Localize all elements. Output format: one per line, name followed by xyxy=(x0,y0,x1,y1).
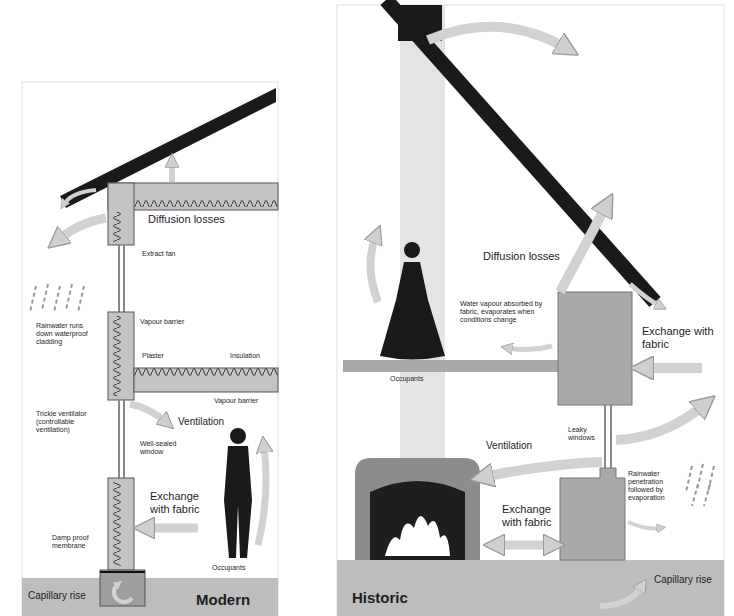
moisture-arrow xyxy=(58,162,266,602)
insulation-wave xyxy=(134,186,278,207)
label-slot: Plaster xyxy=(142,352,164,360)
window xyxy=(610,405,612,468)
roof xyxy=(386,0,655,302)
callout-label: Ventilation xyxy=(486,440,532,452)
callout-label: Water vapour absorbed by fabric, evapora… xyxy=(460,300,556,324)
occupant xyxy=(380,262,445,360)
callout-label: Capillary rise xyxy=(654,574,714,586)
floor xyxy=(343,360,558,372)
damp-proof-membrane xyxy=(100,571,145,573)
label-slot: Ventilation xyxy=(178,416,224,428)
label-slot: Water vapour absorbed by fabric, evapora… xyxy=(460,300,556,324)
callout-label: Vapour barrier xyxy=(214,397,258,405)
callout-label: Vapour barrier xyxy=(140,318,184,326)
label-slot: Damp proof membrane xyxy=(52,534,102,550)
label-slot: Well-sealed window xyxy=(140,440,186,456)
callout-label: Diffusion losses xyxy=(148,213,225,226)
wall-block xyxy=(108,478,134,570)
window xyxy=(123,400,125,478)
wall-block xyxy=(560,468,625,560)
occupant xyxy=(224,446,252,558)
label-slot: Trickle ventilator (controllable ventila… xyxy=(36,410,102,434)
callout-label: Capillary rise xyxy=(28,590,86,602)
callout-label: Damp proof membrane xyxy=(52,534,102,550)
callout-label: Rainwater penetration followed by evapor… xyxy=(628,470,682,502)
historic-panel xyxy=(337,5,724,616)
flames xyxy=(385,516,450,556)
window xyxy=(118,400,120,478)
window xyxy=(123,245,125,312)
label-slot: Exchange with fabric xyxy=(150,490,216,515)
callout-label: Ventilation xyxy=(178,416,224,428)
callout-label: Exchange with fabric xyxy=(642,325,718,350)
insulation-wave xyxy=(112,316,130,396)
label-slot: Ventilation xyxy=(486,440,532,452)
modern-panel xyxy=(22,82,278,616)
label-slot: Occupants xyxy=(212,564,245,572)
insulation-wave xyxy=(112,212,130,242)
fireplace xyxy=(355,458,480,560)
chimney xyxy=(400,5,445,460)
ground xyxy=(22,578,278,616)
label-slot: Occupants xyxy=(390,375,423,383)
label-slot: Vapour barrier xyxy=(140,318,184,326)
callout-label: Exchange with fabric xyxy=(502,503,568,528)
label-slot: Vapour barrier xyxy=(214,397,258,405)
callout-label: Exchange with fabric xyxy=(150,490,216,515)
occupant xyxy=(404,242,420,258)
label-slot: Diffusion losses xyxy=(483,250,560,263)
label-slot: Historic xyxy=(352,589,408,606)
panel-title: Modern xyxy=(196,591,250,608)
label-slot: Leaky windows xyxy=(568,426,602,442)
callout-label: Trickle ventilator (controllable ventila… xyxy=(36,410,102,434)
ground xyxy=(337,560,724,616)
callout-label: Diffusion losses xyxy=(483,250,560,263)
callout-label: Well-sealed window xyxy=(140,440,186,456)
label-slot: Exchange with fabric xyxy=(502,503,568,528)
wall-block xyxy=(558,292,632,405)
label-slot: Diffusion losses xyxy=(148,213,225,226)
wall-block xyxy=(108,312,134,400)
occupant xyxy=(230,428,246,444)
panel-title: Historic xyxy=(352,589,408,606)
label-slot: Modern xyxy=(196,591,250,608)
insulation-wave xyxy=(112,482,130,566)
fireplace-opening xyxy=(370,481,465,560)
callout-label: Occupants xyxy=(212,564,245,572)
callout-label: Plaster xyxy=(142,352,164,360)
callout-label: Extract fan xyxy=(142,250,175,258)
label-slot: Rainwater penetration followed by evapor… xyxy=(628,470,682,502)
rain xyxy=(686,464,714,506)
callout-label: Occupants xyxy=(390,375,423,383)
label-slot: Extract fan xyxy=(142,250,175,258)
window xyxy=(604,405,606,468)
label-slot: Exchange with fabric xyxy=(642,325,718,350)
wall-block xyxy=(108,183,134,245)
rain xyxy=(30,284,84,312)
callout-label: Insulation xyxy=(230,352,260,360)
label-slot: Capillary rise xyxy=(28,590,86,602)
foundation xyxy=(100,570,145,606)
label-slot: Rainwater runs down waterproof cladding xyxy=(36,322,100,346)
label-slot: Insulation xyxy=(230,352,260,360)
label-slot: Capillary rise xyxy=(654,574,714,586)
floor-insulation xyxy=(134,368,278,392)
moisture-arrow xyxy=(370,27,704,606)
callout-label: Rainwater runs down waterproof cladding xyxy=(36,322,100,346)
callout-label: Leaky windows xyxy=(568,426,602,442)
window xyxy=(118,245,120,312)
insulation-wave xyxy=(134,368,278,392)
